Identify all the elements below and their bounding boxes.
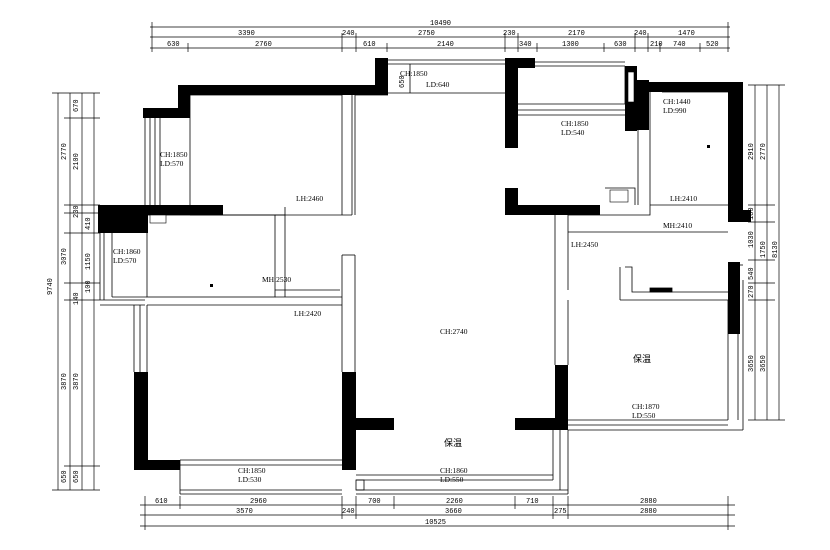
height-mh-2410: MH:2410	[663, 221, 692, 230]
dim-left-inner-6: 100	[85, 280, 93, 293]
dim-bottom-r2-1: 3570	[236, 508, 253, 516]
dim-bottom-r1-5: 710	[526, 498, 539, 506]
right-dimensions	[748, 84, 785, 421]
dim-top-r2-4: 230	[503, 30, 516, 38]
dim-left-outer-3: 3870	[61, 373, 69, 390]
dim-left-outer-4: 650	[61, 470, 69, 483]
room-label-ch-6: CH:1860	[440, 466, 468, 475]
height-lh-2410: LH:2410	[670, 194, 697, 203]
dim-bottom-r2-2: 240	[342, 508, 355, 516]
dim-right-outer-1: 2770	[760, 143, 768, 160]
room-label-ld-5: LD:530	[238, 475, 262, 484]
top-dimensions	[150, 22, 730, 52]
dim-left-outer-1: 2770	[61, 143, 69, 160]
dim-top-r3-2: 2760	[255, 41, 272, 49]
bottom-dimensions	[140, 496, 735, 530]
room-labels: CH:1850 LD:640 650 CH:1850 LD:570 CH:185…	[113, 69, 697, 484]
dim-right-outer-4: 3650	[760, 355, 768, 372]
dim-left-inner-1: 670	[73, 99, 81, 112]
note-insulation-bottom: 保温	[444, 437, 462, 449]
dim-bottom-r1-2: 2960	[250, 498, 267, 506]
room-label-ch-3: CH:1440	[663, 97, 691, 106]
dim-left-inner-2: 2100	[73, 153, 81, 170]
dim-left-inner-5: 1150	[85, 253, 93, 270]
dim-top-r2-7: 1470	[678, 30, 695, 38]
room-label-ld-6: LD:550	[440, 475, 464, 484]
left-dimensions	[52, 92, 100, 491]
dim-top-r3-8: 210	[650, 41, 663, 49]
room-label-ld-4: LD:570	[113, 256, 137, 265]
dim-opening: 650	[399, 75, 407, 88]
dim-top-r2-5: 2170	[568, 30, 585, 38]
room-label-ld-0: LD:570	[160, 159, 184, 168]
equipment-marks	[149, 71, 635, 224]
dim-top-r3-9: 740	[673, 41, 686, 49]
dim-right-inner-5: 270	[748, 285, 756, 298]
dim-top-r2-1: 3390	[238, 30, 255, 38]
note-insulation-right: 保温	[633, 353, 651, 365]
room-label-ch-7: CH:1870	[632, 402, 660, 411]
dim-left-inner-8: 3870	[73, 373, 81, 390]
dim-right-outer-2: 1750	[760, 241, 768, 258]
dim-bottom-r1-3: 700	[368, 498, 381, 506]
dim-bottom-total: 10525	[425, 519, 446, 527]
dim-bottom-r2-5: 2880	[640, 508, 657, 516]
height-lh-2450: LH:2450	[571, 240, 598, 249]
height-ch-2740: CH:2740	[440, 327, 468, 336]
dim-left-inner-7: 140	[73, 292, 81, 305]
dim-bottom-r2-3: 3660	[445, 508, 462, 516]
dim-top-r2-6: 240	[634, 30, 647, 38]
dim-right-inner-2: 180	[748, 207, 756, 220]
dim-bottom-r1-6: 2880	[640, 498, 657, 506]
room-label-ch-1: CH:1850	[400, 69, 428, 78]
dim-left-inner-9: 650	[73, 470, 81, 483]
dim-top-r3-3: 610	[363, 41, 376, 49]
room-label-ch-4: CH:1860	[113, 247, 141, 256]
dim-right-outer-3: 8130	[772, 241, 780, 258]
height-lh-2460: LH:2460	[296, 194, 323, 203]
room-label-ch-2: CH:1850	[561, 119, 589, 128]
dim-top-total: 10490	[430, 20, 451, 28]
dim-bottom-r1-1: 610	[155, 498, 168, 506]
dim-bottom-r1-4: 2260	[446, 498, 463, 506]
dim-left-inner-4: 410	[85, 217, 93, 230]
dim-right-inner-6: 3650	[748, 355, 756, 372]
thick-walls	[98, 58, 751, 470]
room-label-ld-2: LD:540	[561, 128, 585, 137]
room-label-ld-3: LD:990	[663, 106, 687, 115]
room-label-ch-5: CH:1850	[238, 466, 266, 475]
dim-top-r3-4: 2140	[437, 41, 454, 49]
height-lh-2420: LH:2420	[294, 309, 321, 318]
dim-left-outer-2: 3070	[61, 248, 69, 265]
dim-top-r2-3: 2750	[418, 30, 435, 38]
dim-right-inner-1: 2910	[748, 143, 756, 160]
room-label-ld-1: LD:640	[426, 80, 450, 89]
dim-top-r2-2: 240	[342, 30, 355, 38]
dim-top-r3-6: 1300	[562, 41, 579, 49]
room-label-ld-7: LD:550	[632, 411, 656, 420]
dim-top-r3-1: 630	[167, 41, 180, 49]
dim-right-inner-4: 540	[748, 267, 756, 280]
dim-top-r3-5: 340	[519, 41, 532, 49]
height-mh-2530: MH:2530	[262, 275, 291, 284]
room-label-ch-0: CH:1850	[160, 150, 188, 159]
dim-right-inner-3: 1030	[748, 231, 756, 248]
dim-top-r3-10: 520	[706, 41, 719, 49]
dim-top-r3-7: 630	[614, 41, 627, 49]
small-dots	[210, 145, 710, 287]
dim-left-total: 9740	[47, 278, 55, 295]
dim-bottom-r2-4: 275	[554, 508, 567, 516]
dim-left-inner-3: 230	[73, 205, 81, 218]
